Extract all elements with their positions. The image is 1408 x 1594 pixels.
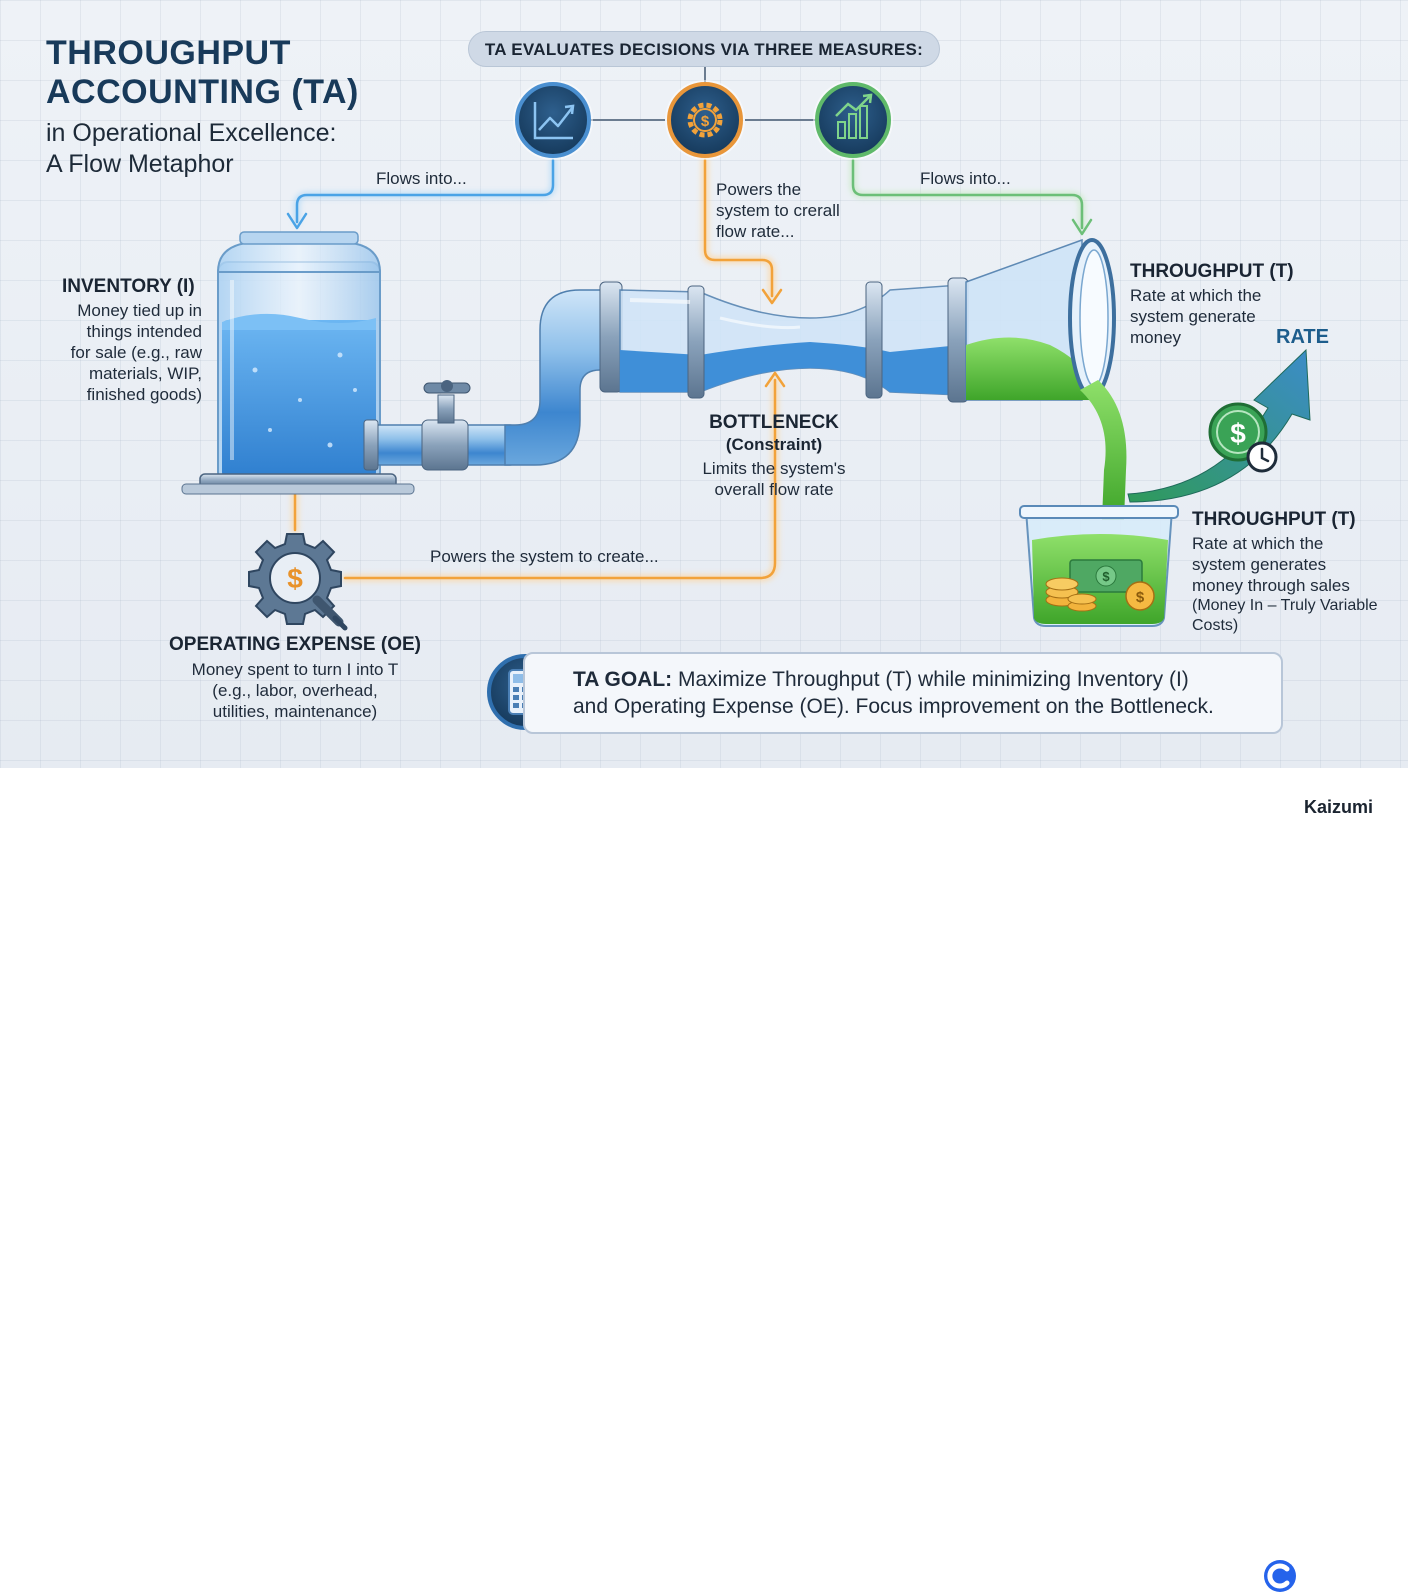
- flow-line-orange-bottom: [291, 371, 786, 582]
- rate-label: RATE: [1276, 326, 1329, 348]
- elbow-pipe: [504, 281, 623, 466]
- flow-line-green: [850, 157, 1093, 236]
- main-pipe: [619, 277, 969, 403]
- flow-label-center-3: flow rate...: [716, 222, 795, 241]
- throughput-bottom-note: (Money In – Truly Variable: [1192, 597, 1378, 614]
- inventory-description: Money tied up in things intended for sal…: [71, 300, 202, 405]
- title-line-1: THROUGHPUT: [46, 34, 291, 72]
- throughput-bottom-description: Rate at which the system generates money…: [1192, 533, 1378, 636]
- flow-label-center-1: Powers the: [716, 180, 802, 199]
- operating-expense-block: OPERATING EXPENSE (OE) Money spent to tu…: [160, 634, 430, 722]
- inventory-line: things intended: [86, 322, 202, 341]
- svg-text:$: $: [287, 563, 303, 594]
- throughput-bottom-note: Costs): [1192, 617, 1239, 634]
- bottleneck-line: Limits the system's: [702, 459, 846, 478]
- throughput-top-line: system generate: [1130, 307, 1256, 326]
- flow-line-orange-top: [701, 156, 783, 305]
- goal-text: TA GOAL: Maximize Throughput (T) while m…: [573, 666, 1214, 720]
- flow-label-left: Flows into...: [376, 169, 467, 188]
- inventory-line: materials, WIP,: [88, 364, 202, 383]
- inventory-line: for sale (e.g., raw: [70, 343, 202, 362]
- gear-wrench-dollar-icon: $: [248, 533, 348, 631]
- throughput-top-line: money: [1130, 328, 1182, 347]
- operating-expense-heading: OPERATING EXPENSE (OE): [169, 634, 421, 655]
- goal-label: TA GOAL:: [573, 668, 673, 691]
- bar-growth-icon: [813, 80, 893, 160]
- header-pill: TA EVALUATES DECISIONS VIA THREE MEASURE…: [468, 31, 940, 67]
- inventory-line: Money tied up in: [77, 301, 202, 320]
- flow-line-blue: [286, 157, 556, 230]
- operating-expense-line: (e.g., labor, overhead,: [212, 681, 378, 700]
- svg-text:$: $: [1230, 418, 1246, 449]
- goal-box: [523, 652, 1283, 734]
- money-stack-icon: $ $: [1045, 559, 1155, 612]
- svg-text:$: $: [1136, 589, 1145, 606]
- inventory-line: finished goods): [86, 385, 202, 404]
- subtitle-line-1: in Operational Excellence:: [46, 119, 337, 147]
- throughput-top-line: Rate at which the: [1130, 286, 1262, 305]
- flow-label-center-2: system to crerall: [716, 201, 840, 220]
- bottleneck-line: overall flow rate: [714, 480, 834, 499]
- svg-text:$: $: [701, 113, 710, 130]
- operating-expense-line: utilities, maintenance): [212, 702, 378, 721]
- valve-pipe: [363, 380, 517, 471]
- flow-label-right: Flows into...: [920, 169, 1011, 188]
- footer: [0, 768, 1408, 1592]
- dollar-clock-icon: $: [1208, 402, 1278, 473]
- bottleneck-block: BOTTLENECK (Constraint) Limits the syste…: [674, 412, 874, 500]
- throughput-top-heading: THROUGHPUT (T): [1130, 261, 1294, 282]
- diagram-canvas: $ $ $: [0, 0, 1408, 768]
- trend-line-icon: [513, 80, 593, 160]
- subtitle-line-2: A Flow Metaphor: [46, 150, 234, 178]
- brand-name: Kaizumi: [1304, 797, 1374, 817]
- throughput-bottom-heading: THROUGHPUT (T): [1192, 509, 1356, 530]
- goal-line-2: and Operating Expense (OE). Focus improv…: [573, 695, 1214, 718]
- flow-label-bottom: Powers the system to create...: [430, 547, 659, 566]
- title-line-2: ACCOUNTING (TA): [46, 73, 359, 111]
- throughput-funnel: [965, 238, 1116, 401]
- throughput-bottom-line: money through sales: [1192, 576, 1350, 595]
- inventory-heading: INVENTORY (I): [62, 276, 195, 297]
- throughput-bottom-line: system generates: [1192, 555, 1327, 574]
- header-pill-text: TA EVALUATES DECISIONS VIA THREE MEASURE…: [484, 40, 924, 59]
- throughput-top-description: Rate at which the system generate money: [1130, 285, 1261, 348]
- goal-line-1: Maximize Throughput (T) while minimizing…: [678, 668, 1189, 691]
- inventory-tank: [181, 231, 415, 495]
- svg-text:$: $: [1102, 569, 1110, 584]
- gear-dollar-icon: $: [665, 80, 745, 160]
- rate-arrow: [1127, 348, 1311, 503]
- bottleneck-heading: BOTTLENECK: [709, 412, 839, 433]
- throughput-bottom-line: Rate at which the: [1192, 534, 1324, 553]
- throughput-bucket: $ $: [1019, 380, 1179, 627]
- operating-expense-line: Money spent to turn I into T: [191, 660, 399, 679]
- kaizumi-logo-icon: [1264, 1560, 1296, 1592]
- bottleneck-subheading: (Constraint): [725, 435, 823, 454]
